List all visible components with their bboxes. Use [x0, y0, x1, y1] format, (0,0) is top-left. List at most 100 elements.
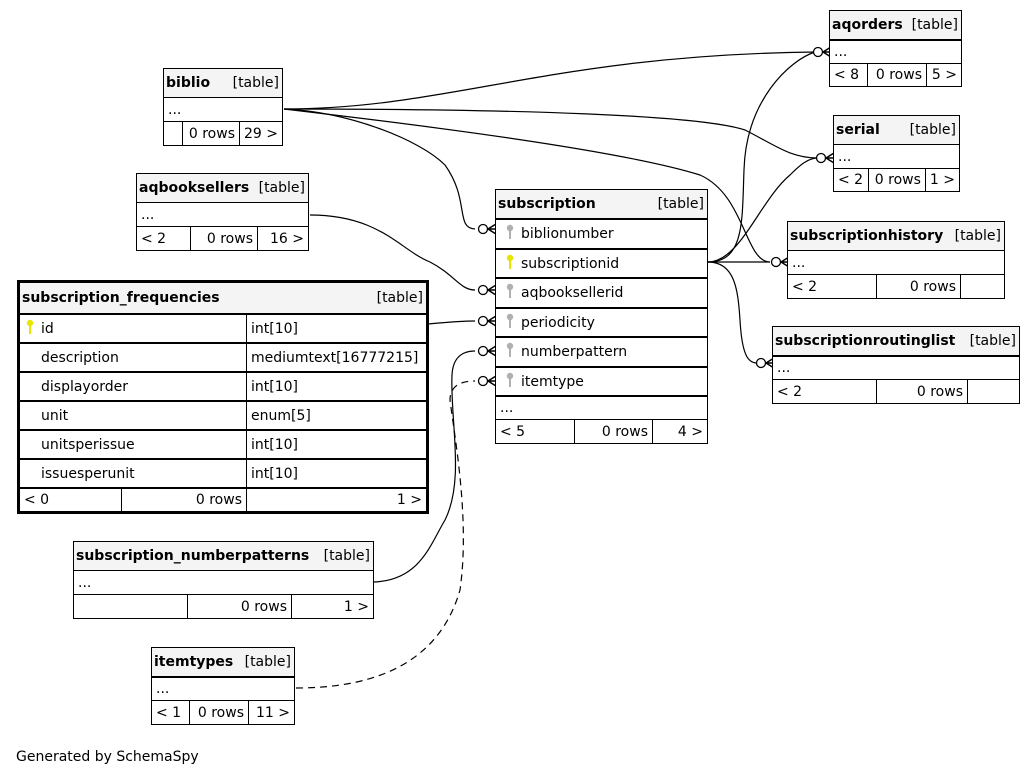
children-count[interactable]: 4 > [652, 420, 707, 443]
parents-count[interactable]: < 5 [500, 423, 526, 440]
table-kind: [table] [244, 654, 291, 670]
column-type: enum[5] [246, 402, 426, 429]
ellipsis-row: ... [834, 144, 959, 168]
column-name: id [41, 320, 54, 337]
table-header[interactable]: aqorders [table] [830, 11, 961, 39]
parents-count[interactable] [164, 122, 182, 145]
table-header[interactable]: subscriptionroutinglist [table] [773, 327, 1019, 355]
column-row-numberpattern[interactable]: numberpattern [496, 336, 707, 366]
children-count[interactable]: 1 > [291, 595, 373, 618]
table-name[interactable]: subscription_frequencies [22, 290, 220, 306]
table-subscriptionhistory[interactable]: subscriptionhistory [table] ... < 2 0 ro… [787, 221, 1005, 299]
crow-foot-marker [477, 375, 497, 387]
table-header[interactable]: subscriptionhistory [table] [788, 222, 1004, 250]
column-row-id[interactable]: id int[10] [20, 313, 426, 342]
column-name: subscriptionid [521, 255, 620, 272]
table-footer: < 1 0 rows 11 > [152, 700, 294, 724]
column-row-aqbooksellerid[interactable]: aqbooksellerid [496, 277, 707, 307]
children-count[interactable]: 5 > [926, 64, 961, 86]
column-name-cell: periodicity [496, 309, 599, 336]
table-subscription-numberpatterns[interactable]: subscription_numberpatterns [table] ... … [73, 541, 374, 619]
edge-biblio-serial [283, 108, 819, 159]
table-subscription[interactable]: subscription [table] biblionumber subscr… [495, 189, 708, 444]
table-subscriptionroutinglist[interactable]: subscriptionroutinglist [table] ... < 2 … [772, 326, 1020, 404]
column-row-unitsperissue[interactable]: unitsperissue int[10] [20, 429, 426, 458]
row-count: 0 rows [121, 489, 246, 511]
table-name[interactable]: subscriptionhistory [790, 228, 944, 244]
table-name[interactable]: itemtypes [154, 654, 234, 670]
table-name[interactable]: subscriptionroutinglist [775, 333, 956, 349]
table-name[interactable]: subscription [498, 196, 596, 212]
table-aqbooksellers[interactable]: aqbooksellers [table] ... < 2 0 rows 16 … [136, 173, 309, 251]
column-row-issuesperunit[interactable]: issuesperunit int[10] [20, 458, 426, 487]
children-count[interactable]: 11 > [248, 701, 294, 724]
parents-count[interactable] [74, 595, 187, 618]
children-count[interactable] [960, 275, 1004, 298]
table-name[interactable]: serial [836, 122, 880, 138]
parents-count[interactable]: < 0 [24, 492, 50, 508]
table-header[interactable]: aqbooksellers [table] [137, 174, 308, 202]
crow-foot-marker [477, 345, 497, 357]
table-name[interactable]: subscription_numberpatterns [76, 548, 310, 564]
children-count[interactable]: 16 > [257, 227, 308, 250]
parents-count[interactable]: < 1 [156, 704, 182, 721]
children-count[interactable]: 1 > [246, 489, 426, 511]
children-count[interactable]: 29 > [239, 122, 282, 145]
column-row-description[interactable]: description mediumtext[16777215] [20, 342, 426, 371]
table-serial[interactable]: serial [table] ... < 2 0 rows 1 > [833, 115, 960, 192]
table-aqorders[interactable]: aqorders [table] ... < 8 0 rows 5 > [829, 10, 962, 87]
table-kind: [table] [909, 122, 956, 138]
parents-count[interactable]: < 8 [834, 67, 860, 83]
table-footer: < 5 0 rows 4 > [496, 419, 707, 443]
primary-key-icon [25, 319, 35, 339]
row-count: 0 rows [867, 169, 925, 191]
table-footer: < 0 0 rows 1 > [20, 487, 426, 511]
parents-count[interactable]: < 2 [792, 278, 818, 295]
table-header[interactable]: subscription_frequencies [table] [20, 283, 426, 313]
column-type: int[10] [246, 460, 426, 487]
edge-frequencies-subscription [427, 320, 476, 325]
table-name[interactable]: biblio [166, 75, 211, 91]
table-itemtypes[interactable]: itemtypes [table] ... < 1 0 rows 11 > [151, 647, 295, 725]
table-header[interactable]: serial [table] [834, 116, 959, 144]
edge-biblio-aqorders [283, 51, 816, 110]
ellipsis-row: ... [830, 39, 961, 63]
table-footer: < 2 0 rows [788, 274, 1004, 298]
parents-count[interactable]: < 2 [777, 383, 803, 400]
table-subscription-frequencies[interactable]: subscription_frequencies [table] id int[… [17, 280, 429, 514]
column-name-cell: id [20, 315, 246, 342]
crow-foot-marker [477, 284, 497, 296]
ellipsis: ... [777, 360, 791, 376]
table-name[interactable]: aqorders [832, 17, 903, 33]
table-header[interactable]: subscription [table] [496, 190, 707, 218]
column-name: numberpattern [521, 344, 628, 360]
table-header[interactable]: subscription_numberpatterns [table] [74, 542, 373, 570]
table-header[interactable]: itemtypes [table] [152, 648, 294, 676]
table-name[interactable]: aqbooksellers [139, 180, 250, 196]
row-count: 0 rows [876, 275, 960, 298]
row-count: 0 rows [574, 420, 652, 443]
column-name-cell: itemtype [496, 368, 588, 395]
column-name-cell: numberpattern [496, 338, 631, 366]
generated-by-caption: Generated by SchemaSpy [16, 749, 199, 765]
children-count[interactable] [967, 380, 1019, 403]
column-type: mediumtext[16777215] [246, 344, 426, 371]
column-row-itemtype[interactable]: itemtype [496, 366, 707, 395]
ellipsis: ... [838, 148, 852, 165]
parents-count[interactable]: < 2 [141, 230, 167, 247]
column-row-subscriptionid[interactable]: subscriptionid [496, 248, 707, 277]
column-row-unit[interactable]: unit enum[5] [20, 400, 426, 429]
column-row-periodicity[interactable]: periodicity [496, 307, 707, 336]
table-biblio[interactable]: biblio [table] ... 0 rows 29 > [163, 68, 283, 146]
table-kind: [table] [954, 228, 1001, 244]
table-footer: 0 rows 29 > [164, 121, 282, 145]
column-row-biblionumber[interactable]: biblionumber [496, 218, 707, 248]
row-count: 0 rows [876, 380, 967, 403]
column-name: issuesperunit [41, 465, 135, 482]
column-row-displayorder[interactable]: displayorder int[10] [20, 371, 426, 400]
children-count[interactable]: 1 > [924, 169, 959, 191]
table-kind: [table] [258, 180, 305, 196]
parents-count[interactable]: < 2 [838, 172, 864, 188]
table-header[interactable]: biblio [table] [164, 69, 282, 97]
